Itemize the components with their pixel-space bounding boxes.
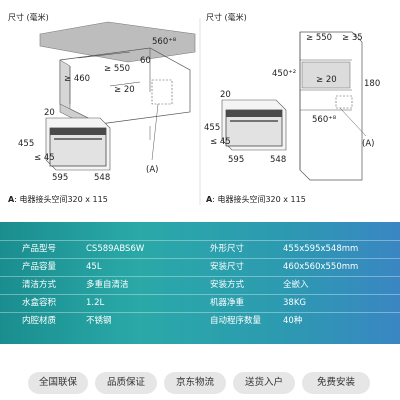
- left-dim-line-550: [77, 51, 131, 59]
- spec-key-model: 产品型号: [22, 244, 57, 254]
- right-note: A: 电器接头空间320 x 115: [206, 194, 306, 204]
- right-connector-area: [335, 95, 353, 109]
- left-marker-leader: [151, 103, 159, 161]
- service-warranty-button[interactable]: 全国联保: [28, 372, 88, 394]
- spec-key-dimensions: 外形尺寸: [210, 244, 245, 254]
- right-dim-560: 560⁺⁸: [312, 115, 337, 125]
- right-dim-450: 450⁺²: [272, 69, 296, 79]
- right-dim-180: 180: [364, 79, 380, 89]
- spec-table: 产品型号 CS589ABS6W 外形尺寸 455x595x548mm 产品容量 …: [0, 222, 400, 344]
- spec-key-weight: 机器净重: [210, 298, 245, 308]
- service-install-button[interactable]: 免费安装: [302, 372, 370, 394]
- spec-key-programs: 自动程序数量: [210, 316, 262, 326]
- left-drawing: 尺寸 (毫米) 560⁺⁸ 60 ≥ 550 ≥ 460 ≥ 20 (A) 20…: [8, 12, 196, 204]
- left-niche-side: [59, 59, 71, 111]
- service-delivery-button[interactable]: 送货入户: [233, 372, 295, 394]
- spec-value-install-type: 全嵌入: [283, 280, 309, 290]
- right-oven-dim-20: 20: [220, 90, 231, 100]
- right-note-key: A: [206, 195, 213, 204]
- spec-key-install-type: 安装方式: [210, 280, 245, 290]
- spec-value-install-size: 460x560x550mm: [283, 262, 359, 272]
- spec-key-cavity: 内腔材质: [22, 316, 57, 326]
- left-note-text: : 电器接头空间320 x 115: [14, 194, 108, 204]
- spec-row-model: 产品型号 CS589ABS6W 外形尺寸 455x595x548mm: [0, 240, 400, 258]
- left-dim-line-20: [109, 81, 141, 87]
- spec-value-programs: 40种: [283, 316, 303, 326]
- left-connector-area: [151, 79, 173, 105]
- spec-value-model: CS589ABS6W: [86, 244, 145, 254]
- left-dim-550: ≥ 550: [104, 64, 130, 74]
- right-oven-panel: [226, 110, 282, 117]
- spec-key-cleaning: 清洁方式: [22, 280, 57, 290]
- spec-row-capacity: 产品容量 45L 安装尺寸 460x560x550mm: [0, 258, 400, 276]
- left-note: A: 电器接头空间320 x 115: [8, 194, 108, 204]
- spec-key-install-size: 安装尺寸: [210, 262, 245, 272]
- left-oven-panel: [50, 128, 106, 135]
- spec-row-water-tank: 水盒容积 1.2L 机器净重 38KG: [0, 294, 400, 312]
- left-unit-label: 尺寸 (毫米): [8, 12, 49, 22]
- installation-drawings-svg: 尺寸 (毫米) 560⁺⁸ 60 ≥ 550 ≥ 460 ≥ 20 (A) 20…: [8, 12, 380, 205]
- service-logistics-button[interactable]: 京东物流: [164, 372, 226, 394]
- left-note-key: A: [8, 195, 15, 204]
- spec-value-dimensions: 455x595x548mm: [283, 244, 359, 254]
- right-unit-label: 尺寸 (毫米): [206, 12, 247, 22]
- installation-drawings: 尺寸 (毫米) 560⁺⁸ 60 ≥ 550 ≥ 460 ≥ 20 (A) 20…: [8, 12, 381, 205]
- spec-value-cleaning: 多重自清洁: [86, 280, 129, 290]
- service-quality-button[interactable]: 品质保证: [95, 372, 157, 394]
- left-dim-460: ≥ 460: [64, 74, 90, 84]
- right-tall-cabinet: [299, 31, 363, 181]
- left-oven-dim-45: ≤ 45: [34, 153, 55, 163]
- left-marker-a: (A): [146, 165, 158, 175]
- right-drawing: 尺寸 (毫米) ≥ 550 ≥ 35 450⁺² ≥ 20 180 560⁺⁸ …: [204, 12, 380, 204]
- left-oven-dim-548: 548: [94, 173, 110, 183]
- left-dim-20: ≥ 20: [114, 85, 135, 95]
- service-bar: 全国联保 品质保证 京东物流 送货入户 免费安装: [0, 344, 400, 400]
- right-niche-opening: [301, 61, 351, 89]
- right-note-text: : 电器接头空间320 x 115: [212, 194, 306, 204]
- spec-value-capacity: 45L: [86, 262, 102, 272]
- spec-row-cavity: 内腔材质 不锈钢 自动程序数量 40种: [0, 312, 400, 330]
- left-oven-dim-595: 595: [52, 173, 68, 183]
- left-dim-560: 560⁺⁸: [152, 37, 177, 47]
- left-oven-dim-20: 20: [44, 108, 55, 118]
- right-oven-dim-45: ≤ 45: [210, 137, 231, 147]
- left-oven-dim-455: 455: [18, 139, 34, 149]
- right-dim-550: ≥ 550: [306, 33, 332, 43]
- spec-value-weight: 38KG: [283, 298, 306, 308]
- right-dim-20: ≥ 20: [316, 75, 337, 85]
- right-oven-dim-595: 595: [228, 155, 244, 165]
- spec-key-water-tank: 水盒容积: [22, 298, 57, 308]
- spec-row-cleaning: 清洁方式 多重自清洁 安装方式 全嵌入: [0, 276, 400, 294]
- right-marker-leader: [339, 107, 367, 137]
- left-dim-60: 60: [140, 56, 151, 66]
- spec-value-water-tank: 1.2L: [86, 298, 105, 308]
- left-countertop: [39, 21, 196, 63]
- right-marker-a: (A): [362, 139, 374, 149]
- spec-value-cavity: 不锈钢: [86, 316, 112, 326]
- right-oven-dim-548: 548: [270, 155, 286, 165]
- right-dim-35: ≥ 35: [342, 33, 363, 43]
- right-oven-dim-455: 455: [204, 123, 220, 133]
- spec-key-capacity: 产品容量: [22, 262, 57, 272]
